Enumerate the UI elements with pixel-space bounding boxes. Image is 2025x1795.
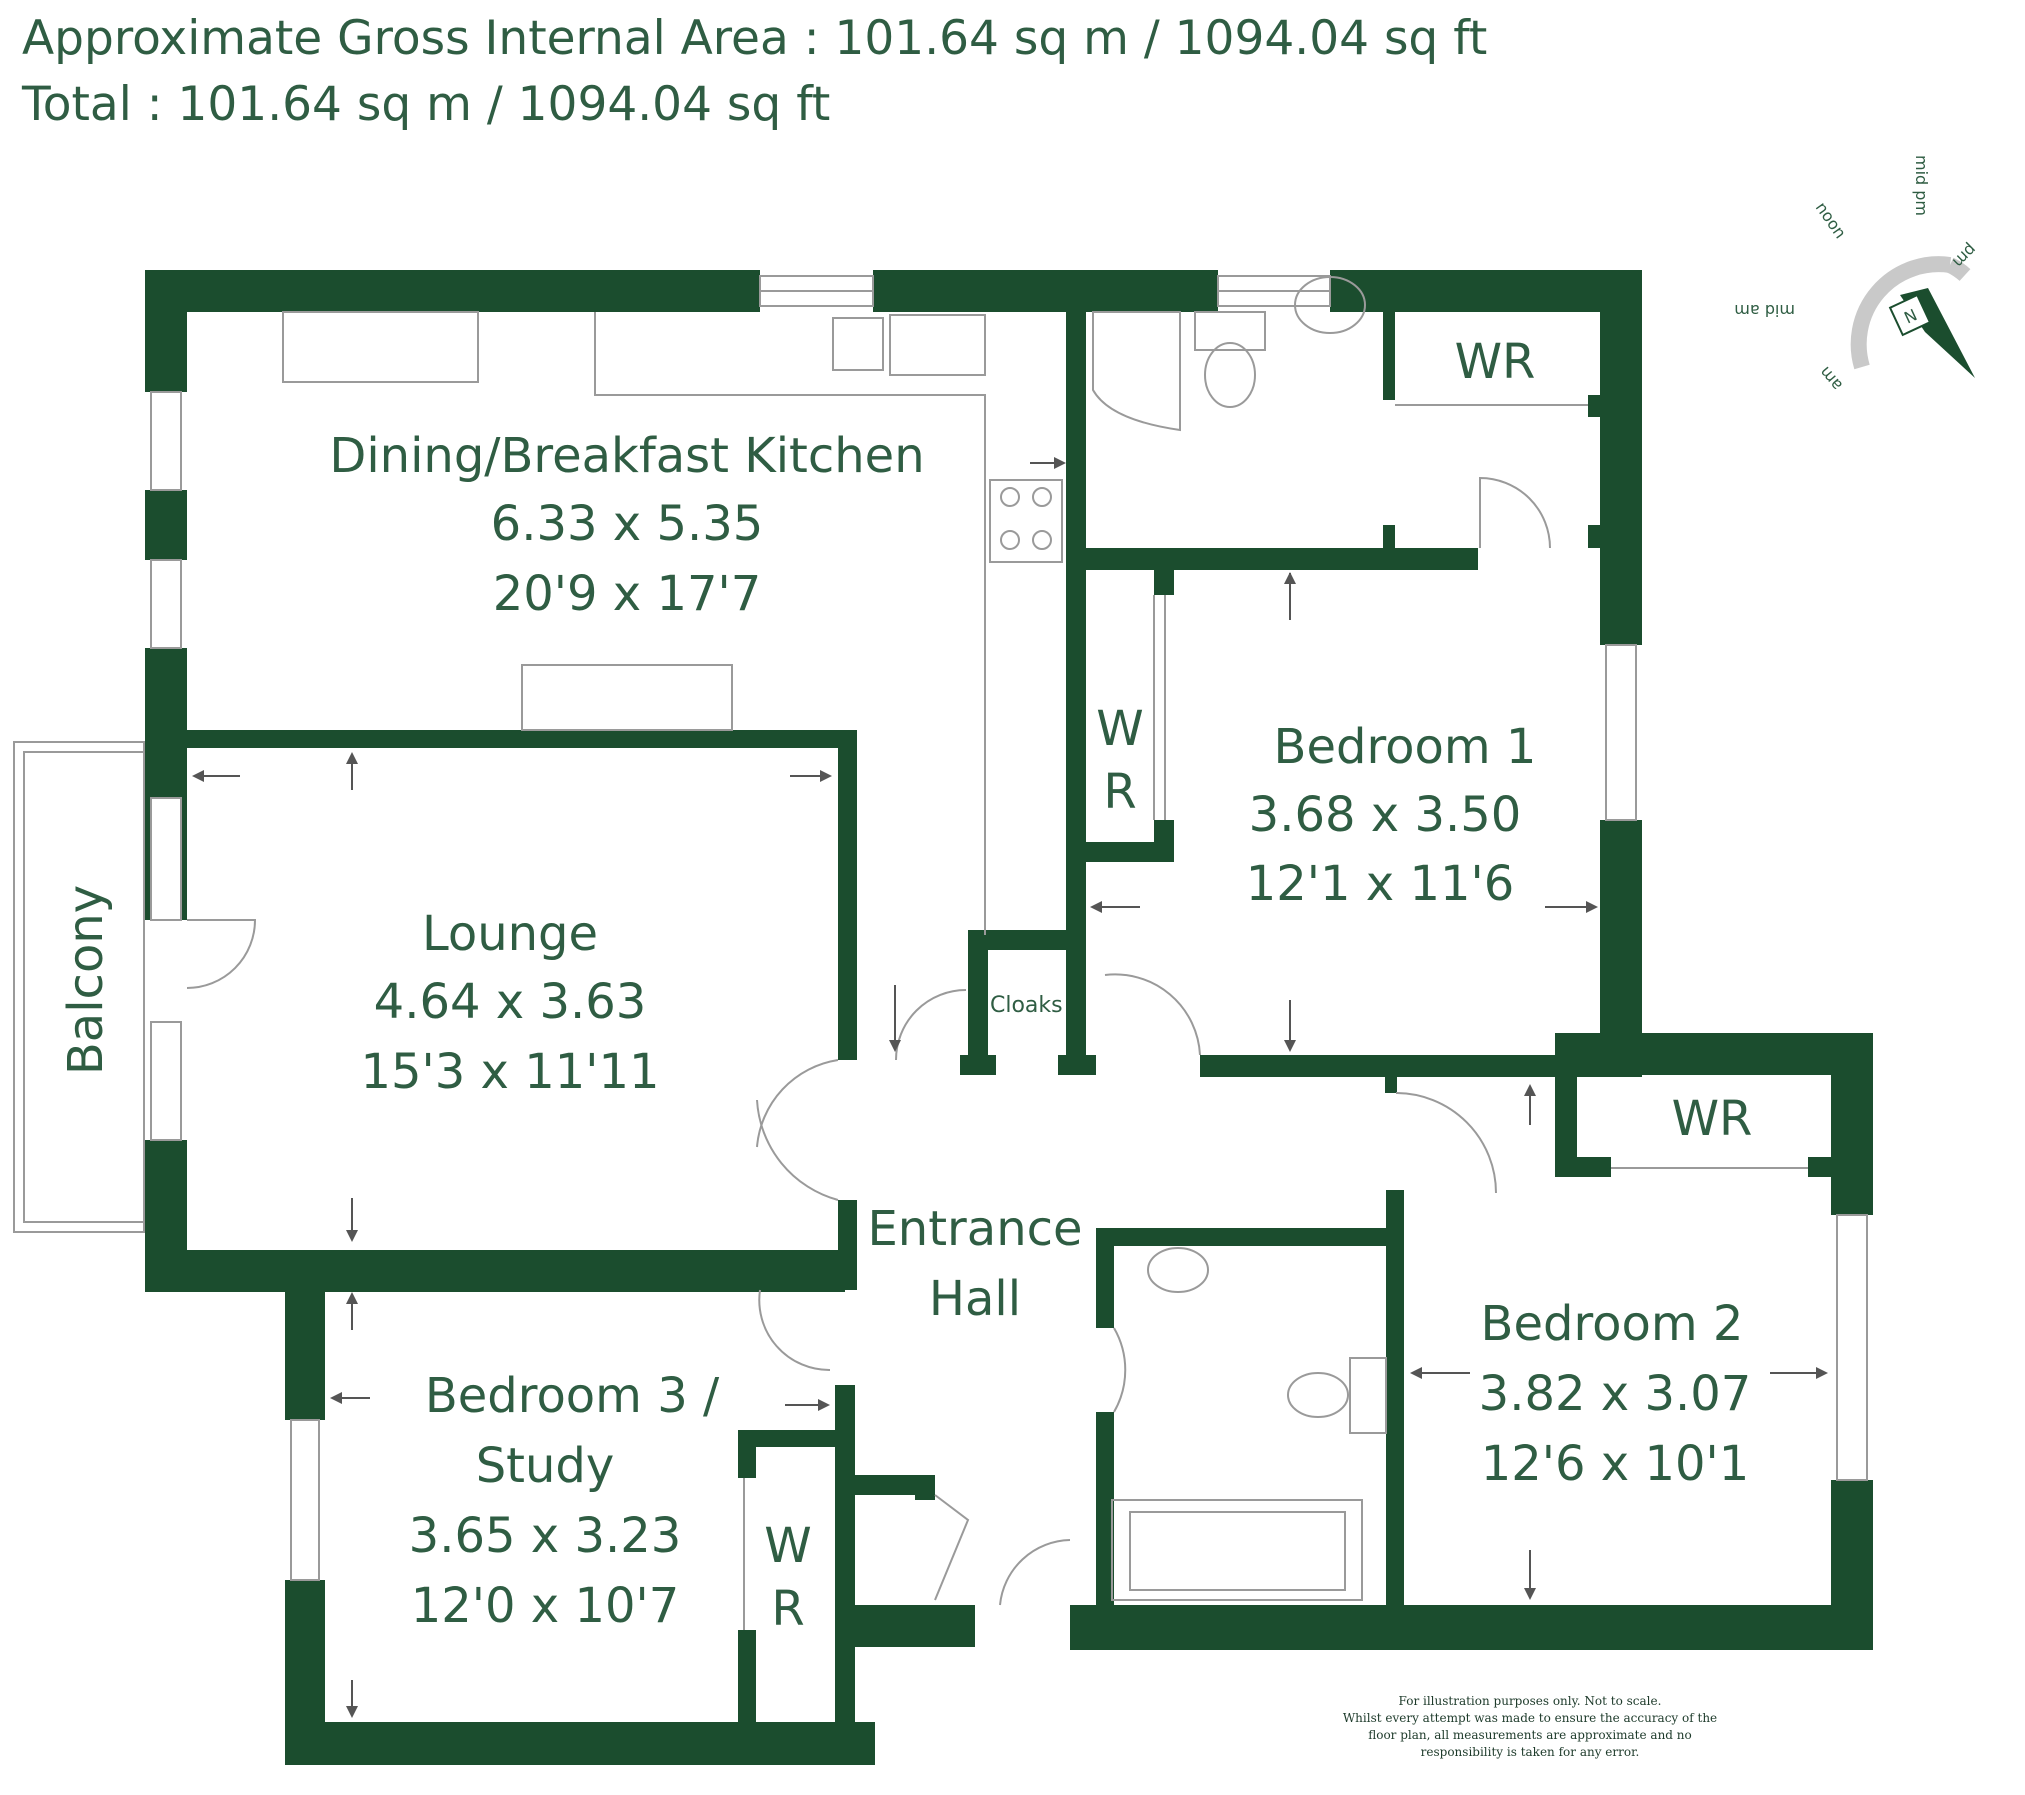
room-bedroom1-label: Bedroom 1 3.68 x 3.50 12'1 x 11'6 [1246,719,1537,912]
svg-text:floor plan, all measurements a: floor plan, all measurements are approxi… [1368,1728,1692,1742]
wr-bed1-line1: W [1096,701,1143,757]
room-kitchen-label: Dining/Breakfast Kitchen 6.33 x 5.35 20'… [329,428,924,622]
bedroom2-imperial: 12'6 x 10'1 [1481,1436,1750,1492]
compass-mid-am: mid am [1734,301,1795,320]
lounge-imperial: 15'3 x 11'11 [360,1044,659,1100]
wr-right-label: WR [1672,1091,1753,1147]
total-area-text: Total : 101.64 sq m / 1094.04 sq ft [21,77,830,132]
wr-study-line2: R [771,1581,804,1637]
kitchen-imperial: 20'9 x 17'7 [493,566,762,622]
door-swings [186,476,1551,1606]
bathroom-fixtures [1092,276,1387,1601]
kitchen-metric: 6.33 x 5.35 [491,496,764,552]
bedroom2-metric: 3.82 x 3.07 [1479,1366,1752,1422]
svg-text:For illustration purposes only: For illustration purposes only. Not to s… [1399,1694,1662,1708]
compass-noon: noon [1812,198,1850,242]
balcony-outline [13,741,145,1233]
bedroom1-imperial: 12'1 x 11'6 [1246,856,1515,912]
bedroom1-name: Bedroom 1 [1274,719,1537,775]
wr-study-line1: W [764,1518,811,1574]
bedroom2-name: Bedroom 2 [1481,1296,1744,1352]
bedroom3-study: Study [476,1438,615,1494]
windows [150,275,1868,1581]
svg-text:responsibility is taken for an: responsibility is taken for any error. [1421,1745,1640,1759]
balcony-label: Balcony [58,885,114,1075]
compass-am: am [1815,363,1846,395]
bedroom3-metric: 3.65 x 3.23 [409,1508,682,1564]
room-lounge-label: Lounge 4.64 x 3.63 15'3 x 11'11 [360,906,659,1100]
dimension-arrows [192,457,1828,1718]
hall-line1: Entrance [867,1201,1082,1257]
hall-line2: Hall [929,1271,1021,1327]
lounge-name: Lounge [422,906,598,962]
disclaimer: For illustration purposes only. Not to s… [1343,1694,1717,1759]
lounge-metric: 4.64 x 3.63 [374,974,647,1030]
room-bedroom3-label: Bedroom 3 / Study 3.65 x 3.23 12'0 x 10'… [409,1368,720,1634]
sun-compass: N mid pm noon pm mid am am [1734,155,1980,395]
wardrobe-rails [743,404,1808,1630]
room-bedroom2-label: Bedroom 2 3.82 x 3.07 12'6 x 10'1 [1479,1296,1752,1492]
bedroom3-name: Bedroom 3 / [425,1368,720,1424]
room-hall-label: Entrance Hall [867,1201,1082,1327]
bedroom3-imperial: 12'0 x 10'7 [411,1578,680,1634]
kitchen-fixtures [282,311,1063,935]
cloaks-label: Cloaks [990,993,1063,1018]
wr-bed1-line2: R [1103,764,1136,820]
walls [145,270,1873,1765]
wr-top-label: WR [1455,334,1536,390]
gross-area-text: Approximate Gross Internal Area : 101.64… [22,11,1487,66]
bedroom1-metric: 3.68 x 3.50 [1249,787,1522,843]
svg-text:Whilst every attempt was made: Whilst every attempt was made to ensure … [1343,1711,1717,1725]
kitchen-name: Dining/Breakfast Kitchen [329,428,924,484]
compass-mid-pm: mid pm [1912,155,1931,216]
